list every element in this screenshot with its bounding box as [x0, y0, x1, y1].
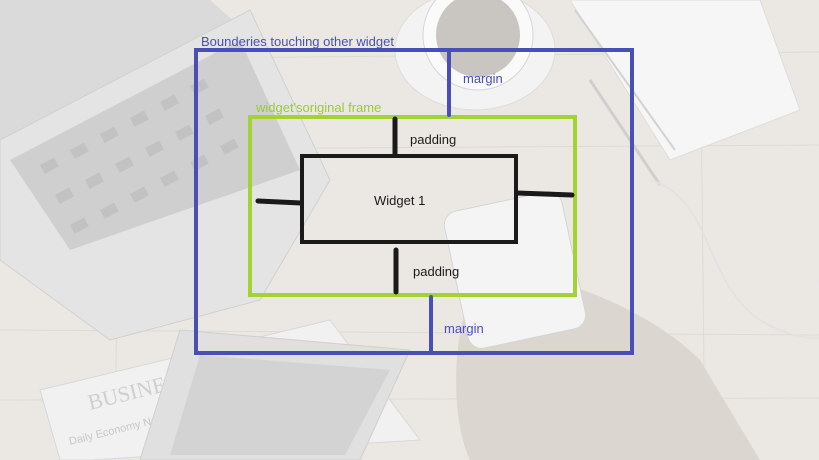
- bottom-margin-label: margin: [444, 321, 484, 336]
- top-margin-label: margin: [463, 71, 503, 86]
- earphone-cable: [649, 179, 819, 340]
- tablet: [139, 329, 411, 460]
- laptop: [0, 0, 331, 341]
- margin-boundary: [194, 48, 634, 355]
- bottom-padding-label: padding: [413, 264, 460, 279]
- original-frame-label: widget'soriginal frame: [256, 100, 382, 115]
- coffee-cup: [394, 0, 556, 111]
- top-padding-label: padding: [410, 132, 457, 147]
- right-padding-line: [514, 190, 575, 198]
- phone-in-hand: [443, 191, 760, 460]
- notebook: [569, 0, 801, 186]
- left-padding-line: [255, 198, 304, 206]
- widget-box: [300, 154, 518, 244]
- boundary-label: Bounderies touching other widget: [201, 34, 394, 49]
- original-frame: [248, 115, 577, 297]
- widget-label: Widget 1: [374, 193, 426, 208]
